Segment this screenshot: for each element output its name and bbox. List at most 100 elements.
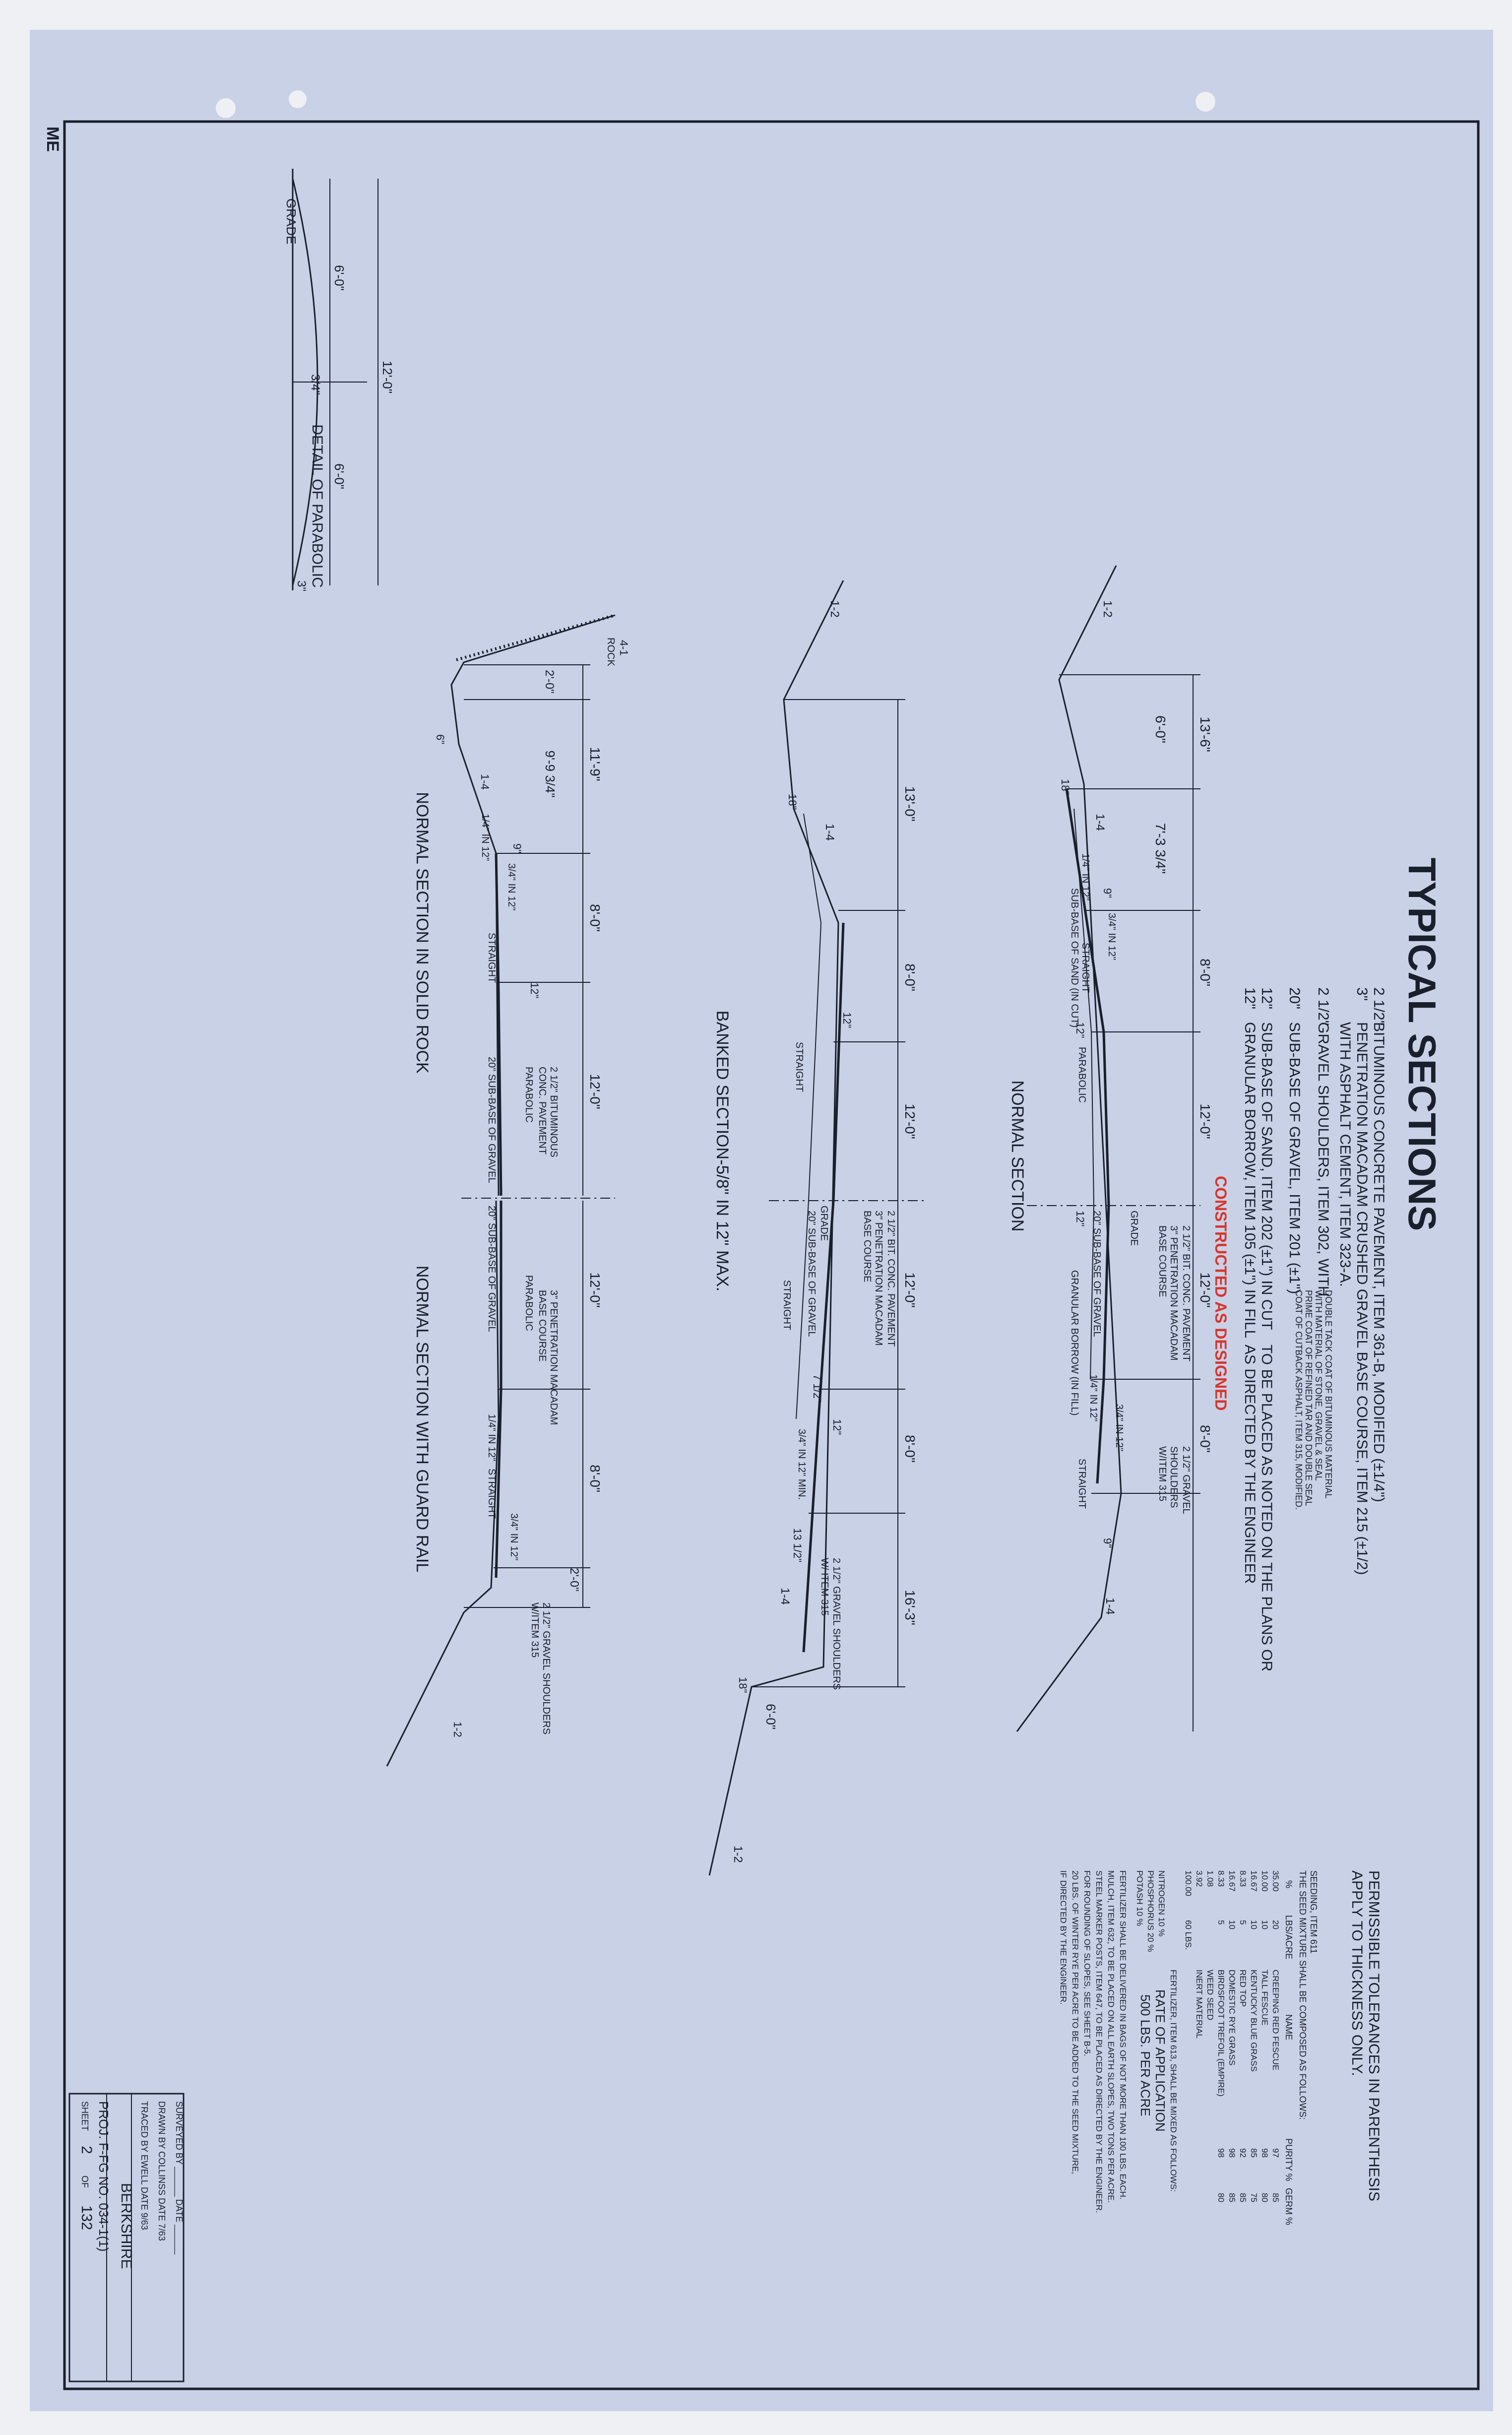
rock-dim-2: 11'-9" xyxy=(587,747,603,781)
material-desc-3: WITH ASPHALT CEMENT, ITEM 323-A. xyxy=(1337,1022,1353,1287)
guardrail-label-straight: STRAIGHT xyxy=(486,1469,497,1519)
banked-callout-3: BASE COURSE xyxy=(862,1211,873,1282)
guardrail-dim-3: 2'-0" xyxy=(567,1568,581,1592)
fertilizer-2: NITROGEN 10 % xyxy=(1157,1870,1166,1936)
rock-label-subbase: 20" SUB-BASE OF GRAVEL xyxy=(486,1057,497,1183)
rock-dim-5: 12'-0" xyxy=(587,1074,603,1109)
rock-dim-8: 12" xyxy=(528,982,541,998)
seeding-col-purity: PURITY % xyxy=(1284,2138,1294,2181)
normal-dim-4: 8'-0" xyxy=(1197,959,1213,986)
sheet-number: 2 xyxy=(78,2146,95,2154)
seeding-note-2: MULCH, ITEM 632, TO BE PLACED ON ALL EAR… xyxy=(1106,1870,1116,2203)
normal-dim-12a: 12" xyxy=(1074,1022,1086,1038)
seed-pct: 8.33 xyxy=(1216,1870,1226,1887)
shoulder-note-1: DOUBLE TACK COAT OF BITUMINOUS MATERIAL xyxy=(1323,1290,1333,1498)
normal-dim-12b: 12" xyxy=(1074,1211,1086,1226)
normal-dim-2: 6'-0" xyxy=(1153,715,1168,743)
banked-slope-2: 1-4 xyxy=(823,824,836,841)
guardrail-callout-4: W/ITEM 315 xyxy=(529,1602,540,1658)
guardrail-dim-2: 8'-0" xyxy=(587,1465,603,1492)
material-thickness-1: 2 1/2" xyxy=(1371,987,1387,1025)
banked-callout-2: 3" PENETRATION MACADAM xyxy=(873,1211,884,1346)
guardrail-dim-ticks xyxy=(464,1389,590,1608)
shoulder-note-2: WITH MATERIAL OF STONE, GRAVEL & SEAL xyxy=(1314,1290,1323,1481)
rock-slope-1: 4-1 xyxy=(618,640,630,656)
normal-callout-5: SHOULDERS xyxy=(1168,1446,1179,1508)
guardrail-callout-2: BASE COURSE xyxy=(537,1290,548,1361)
banked-callout-4: 2 1/2" GRAVEL SHOULDERS xyxy=(831,1558,842,1690)
guardrail-rate-2: 3/4" IN 12" xyxy=(508,1513,519,1560)
normal-label-grade: GRADE xyxy=(1129,1211,1139,1246)
material-desc-4: GRAVEL SHOULDERS, ITEM 302, WITH xyxy=(1315,1022,1331,1296)
seed-lbs: 5 xyxy=(1238,1920,1248,1924)
banked-label-straight-2: STRAIGHT xyxy=(781,1280,792,1330)
seed-purity: 97 xyxy=(1271,2148,1280,2158)
banked-section: 13'-0" 8'-0" 12'-0" 12'-0" 8'-0" 16'-3" … xyxy=(708,580,928,1876)
rock-callout-1: 2 1/2" BITUMINOUS xyxy=(548,1067,559,1157)
normal-dim-1: 13'-6" xyxy=(1197,716,1213,752)
normal-dim-6: 12'-0" xyxy=(1197,1272,1213,1307)
guardrail-ground-line xyxy=(386,1200,500,1767)
rock-dim-7: 9" xyxy=(511,843,523,853)
seed-pct: 8.33 xyxy=(1238,1870,1248,1887)
normal-dim-3: 7'-3 3/4" xyxy=(1153,823,1168,874)
normal-rate-2: 3/4" IN 12" xyxy=(1106,913,1117,960)
guardrail-callout-3: 2 1/2" GRAVEL SHOULDERS xyxy=(541,1602,552,1734)
application-rate-2: 500 LBS. PER ACRE xyxy=(1138,1994,1153,2116)
guardrail-label-subbase: 20" SUB-BASE OF GRAVEL xyxy=(486,1206,497,1332)
seeding-note-3: STEEL MARKER POSTS, ITEM 647, TO BE PLAC… xyxy=(1094,1870,1104,2213)
tolerance-note-2: APPLY TO THICKNESS ONLY. xyxy=(1349,1870,1365,2076)
seed-lbs: 60 LBS. xyxy=(1184,1920,1193,1950)
seeding-row: 100.00 60 LBS. xyxy=(1184,1870,1193,1950)
seed-purity: 92 xyxy=(1238,2148,1248,2158)
seed-name: KENTUCKY BLUE GRASS xyxy=(1249,1970,1259,2072)
normal-label-borrow: GRANULAR BORROW (IN FILL) xyxy=(1069,1270,1080,1415)
banked-dim-7: 6'-0" xyxy=(763,1704,778,1730)
rock-pavement-surface xyxy=(495,853,503,1196)
banked-section-title: BANKED SECTION-5/8" IN 12" MAX. xyxy=(713,1011,732,1291)
parabolic-dim-total: 12'-0" xyxy=(380,361,395,393)
normal-callout-6: W/ITEM 315 xyxy=(1157,1446,1168,1501)
banked-label-straight-1: STRAIGHT xyxy=(794,1042,805,1092)
seeding-heading-1: SEEDING, ITEM 611 xyxy=(1309,1870,1319,1954)
fertilizer-3: PHOSPHORUS 20 % xyxy=(1146,1870,1155,1952)
material-thickness-6: 12" xyxy=(1259,987,1275,1009)
guardrail-rate-1: 1/4" IN 12" xyxy=(486,1414,497,1461)
seed-name: INERT MATERIAL xyxy=(1195,1970,1204,2039)
seeding-row: 8.33 5 RED TOP 92 85 xyxy=(1238,1870,1248,2202)
shoulder-note-3: PRIME COAT OF REFINED TAR AND DOUBLE SEA… xyxy=(1304,1290,1314,1506)
normal-dim-18: 18" xyxy=(1059,779,1071,795)
seeding-note-1: FERTILIZER SHALL BE DELIVERED IN BAGS OF… xyxy=(1118,1870,1128,2200)
normal-label-sand: SUB-BASE OF SAND (IN CUT) xyxy=(1069,888,1080,1027)
parabolic-rise: 3/4" xyxy=(309,374,322,395)
material-thickness-7: 12" xyxy=(1242,987,1258,1009)
town-name: BERKSHIRE xyxy=(118,2183,134,2269)
normal-callout-3: BASE COURSE xyxy=(1157,1225,1168,1297)
normal-dim-9a: 9" xyxy=(1101,888,1114,898)
rock-label-straight: STRAIGHT xyxy=(486,933,497,983)
parabolic-detail-title: DETAIL OF PARABOLIC xyxy=(309,424,325,588)
seed-germ: 80 xyxy=(1260,2193,1269,2202)
sheet-title: TYPICAL SECTIONS xyxy=(1400,858,1444,1231)
banked-dim-1: 13'-0" xyxy=(902,786,918,821)
seeding-col-name: NAME xyxy=(1284,2014,1294,2040)
materials-legend: 2 1/2" BITUMINOUS CONCRETE PAVEMENT, ITE… xyxy=(1212,987,1387,1671)
parabolic-dim-right: 6'-0" xyxy=(332,463,347,489)
normal-slope-1: 1-2 xyxy=(1101,600,1114,618)
normal-slope-2: 1-4 xyxy=(1093,814,1107,831)
seed-pct: 1.08 xyxy=(1205,1870,1215,1887)
material-desc-1: BITUMINOUS CONCRETE PAVEMENT, ITEM 361-B… xyxy=(1371,1022,1387,1502)
seed-germ: 75 xyxy=(1249,2193,1259,2202)
rock-section-title: NORMAL SECTION IN SOLID ROCK xyxy=(413,792,432,1074)
rock-dim-3: 9'-9 3/4" xyxy=(543,750,558,797)
drawn-by: DRAWN BY COLLINSS DATE 7/63 xyxy=(157,2101,167,2241)
banked-dim-6: 16'-3" xyxy=(902,1590,918,1625)
normal-base-line xyxy=(1073,808,1095,1380)
seeding-col-germ: GERM % xyxy=(1284,2188,1294,2225)
normal-section: 13'-6" 6'-0" 7'-3 3/4" 8'-0" 12'-0" 12'-… xyxy=(1008,565,1213,1732)
traced-by: TRACED BY EWELL DATE 9/63 xyxy=(139,2101,149,2230)
material-desc-2: PENETRATION MACADAM CRUSHED GRAVEL BASE … xyxy=(1354,1022,1370,1575)
parabolic-grade-label: GRADE xyxy=(284,198,299,244)
banked-dim-13: 13 1/2" xyxy=(791,1528,804,1562)
